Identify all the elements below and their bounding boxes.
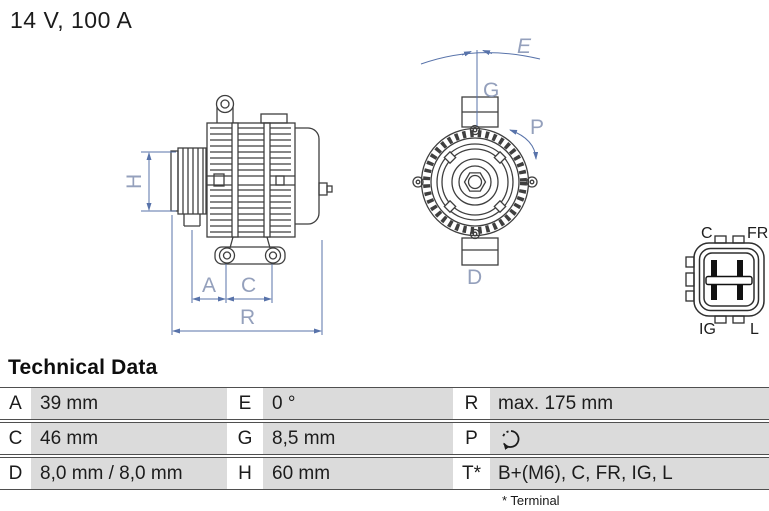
alternator-side-view: H A C R <box>123 94 333 335</box>
connector-pin-labels: C FR IG L <box>699 225 768 338</box>
table-row: A 39 mm E 0 ° R max. 175 mm <box>0 387 769 420</box>
side-view-dimensions <box>141 151 323 335</box>
section-heading: Technical Data <box>8 356 158 379</box>
rear-cap <box>295 127 333 225</box>
alternator-technical-drawing: H A C R <box>123 35 768 338</box>
connector-pins <box>711 260 743 300</box>
connector-pinout-view: C FR IG L <box>685 225 768 338</box>
pin-label-l: L <box>750 321 759 338</box>
table-row: D 8,0 mm / 8,0 mm H 60 mm T* B+(M6), C, … <box>0 457 769 490</box>
dimension-label-e: E <box>517 35 532 58</box>
mounting-ears <box>412 124 538 240</box>
side-view-dimension-labels: H A C R <box>123 174 256 329</box>
table-key: P <box>453 423 490 454</box>
electrical-rating-title: 14 V, 100 A <box>10 7 133 33</box>
dimension-label-a: A <box>202 274 216 297</box>
front-lugs <box>461 96 499 266</box>
table-value-rotation <box>490 423 769 454</box>
connector-tabs <box>685 235 745 324</box>
alternator-front-view: E G P D <box>412 35 544 289</box>
dimension-label-g: G <box>483 79 499 102</box>
table-value: B+(M6), C, FR, IG, L <box>490 458 769 489</box>
dimension-label-p: P <box>530 116 544 139</box>
table-row: C 46 mm G 8,5 mm P <box>0 422 769 455</box>
terminal-footnote: * Terminal <box>502 493 560 508</box>
table-value: max. 175 mm <box>490 388 769 419</box>
table-key: D <box>0 458 31 489</box>
dimension-label-d: D <box>467 266 482 289</box>
front-face-rings <box>436 143 514 221</box>
table-key: C <box>0 423 31 454</box>
table-key: E <box>227 388 263 419</box>
front-view-dimension-labels: E G P D <box>467 35 544 289</box>
table-key: R <box>453 388 490 419</box>
table-value: 46 mm <box>31 423 227 454</box>
table-value: 8,0 mm / 8,0 mm <box>31 458 227 489</box>
dimension-label-h: H <box>123 174 146 189</box>
table-key: G <box>227 423 263 454</box>
dimension-label-r: R <box>240 306 255 329</box>
alternator-housing <box>206 122 296 238</box>
shaft-nut <box>463 172 487 192</box>
front-view-dimensions <box>420 50 541 160</box>
dimension-label-c: C <box>241 274 256 297</box>
table-value: 39 mm <box>31 388 227 419</box>
table-value: 0 ° <box>263 388 453 419</box>
bottom-mounting-bracket <box>214 236 286 265</box>
pin-label-c: C <box>701 225 713 242</box>
top-mounting-eye <box>215 94 288 124</box>
pin-label-fr: FR <box>747 225 768 242</box>
pin-label-ig: IG <box>699 321 716 338</box>
table-value: 8,5 mm <box>263 423 453 454</box>
table-key: H <box>227 458 263 489</box>
table-key: A <box>0 388 31 419</box>
table-value: 60 mm <box>263 458 453 489</box>
pulley <box>170 147 207 227</box>
rotation-direction-icon <box>502 429 520 450</box>
technical-data-section: Technical Data A 39 mm E 0 ° R max. 175 … <box>0 356 769 508</box>
table-key: T* <box>453 458 490 489</box>
